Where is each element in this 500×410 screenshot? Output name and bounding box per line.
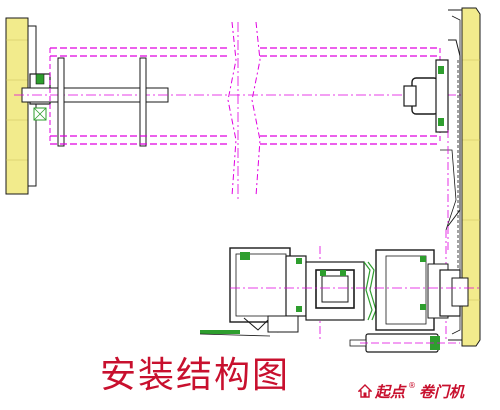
drive-chain — [447, 60, 459, 290]
left-wall-bracket — [5, 17, 37, 195]
brand-logo: 起点 ® 卷门机 — [358, 380, 464, 402]
motor-output-gear — [230, 269, 480, 317]
house-logo-icon — [358, 384, 372, 398]
registered-mark: ® — [408, 380, 417, 390]
drum-break-marks — [227, 21, 261, 197]
right-wall-bracket — [448, 7, 481, 347]
wheel-spokes — [57, 57, 147, 147]
drawing-caption: 安装结构图 — [100, 355, 291, 396]
brand-name: 起点 — [375, 382, 406, 401]
limit-switch — [199, 315, 299, 337]
chain-sprocket-assembly — [403, 39, 461, 231]
brake-cylinder — [349, 333, 460, 353]
motor-housing — [229, 247, 449, 331]
brand-product: 卷门机 — [419, 382, 465, 401]
